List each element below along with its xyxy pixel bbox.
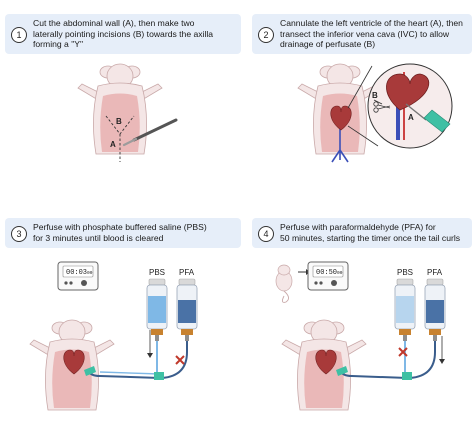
label-a-panel-1: A <box>110 140 116 149</box>
small-mouse-icon <box>275 264 293 303</box>
bottle-label-pfa-panel-3: PFA <box>179 268 195 277</box>
step-4-text: Perfuse with paraformaldehyde (PFA) for … <box>280 222 461 243</box>
panel-3-illustration: 00:0300 PBS PFA <box>29 261 198 411</box>
step-3-box <box>5 218 241 248</box>
step-4-box <box>252 218 472 248</box>
step-3-number: 3 <box>11 226 27 242</box>
step-1-box <box>5 14 241 54</box>
step-2-number: 2 <box>258 27 274 43</box>
bottle-label-pbs-panel-3: PBS <box>149 268 165 277</box>
timer-display-panel-3: 00:0300 <box>66 269 93 277</box>
panel-2-illustration: B A <box>297 63 453 163</box>
bottle-label-pbs-panel-4: PBS <box>397 268 413 277</box>
bottle-label-pfa-panel-4: PFA <box>427 268 443 277</box>
step-1-text: Cut the abdominal wall (A), then make tw… <box>33 18 214 50</box>
step-2-text: Cannulate the left ventricle of the hear… <box>280 18 463 50</box>
step-4-number: 4 <box>258 226 274 242</box>
label-b-panel-2: B <box>372 91 378 100</box>
step-2-box <box>252 14 472 54</box>
step-1-number: 1 <box>11 27 27 43</box>
panel-1-illustration: A B <box>77 63 178 162</box>
timer-display-panel-4: 00:5000 <box>316 269 343 277</box>
panel-4-illustration: 00:5000 PBS PFA <box>275 261 446 411</box>
step-3-text: Perfuse with phosphate buffered saline (… <box>33 222 207 243</box>
label-b-panel-1: B <box>116 117 122 126</box>
label-a-panel-2: A <box>408 113 414 122</box>
